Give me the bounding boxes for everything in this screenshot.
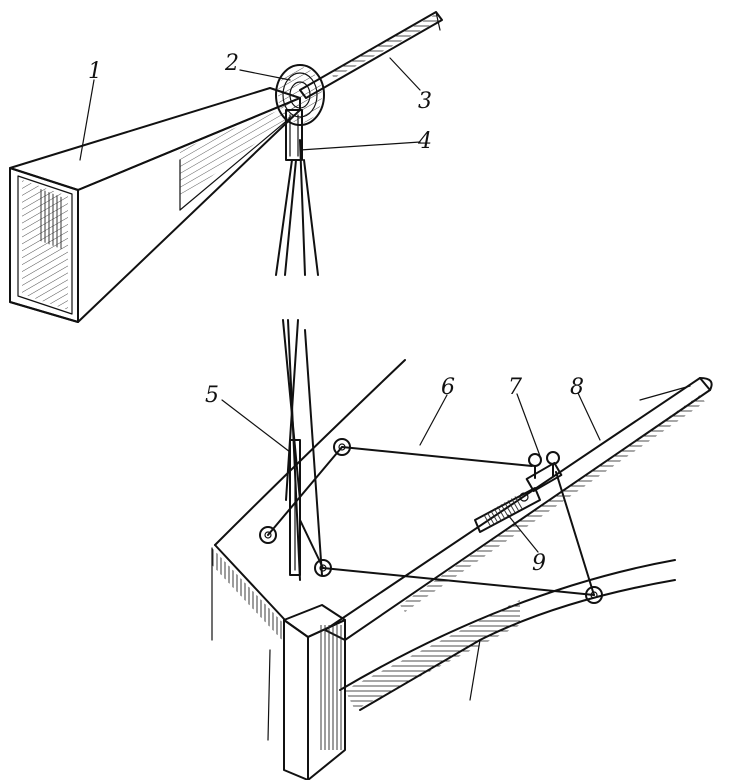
label-3: 3 — [418, 89, 432, 114]
leader-lines — [79, 57, 601, 553]
label-4: 4 — [417, 129, 432, 154]
bottom-shaft — [282, 319, 323, 581]
rotary-disc — [275, 64, 325, 126]
post-block — [267, 604, 346, 780]
rod-top — [299, 11, 443, 99]
slider-block — [474, 487, 541, 533]
label-7: 7 — [508, 375, 522, 400]
part-labels: 1 2 3 4 5 6 7 8 9 — [88, 51, 584, 576]
clamp-screws — [525, 451, 563, 493]
label-8: 8 — [570, 375, 584, 400]
label-2: 2 — [224, 51, 239, 76]
top-bracket — [285, 109, 303, 161]
horn-antenna — [9, 87, 301, 323]
table-base — [211, 359, 676, 711]
label-5: 5 — [205, 383, 219, 408]
label-9: 9 — [532, 551, 546, 576]
top-cords — [275, 139, 319, 276]
label-6: 6 — [441, 375, 455, 400]
label-1: 1 — [88, 59, 102, 84]
